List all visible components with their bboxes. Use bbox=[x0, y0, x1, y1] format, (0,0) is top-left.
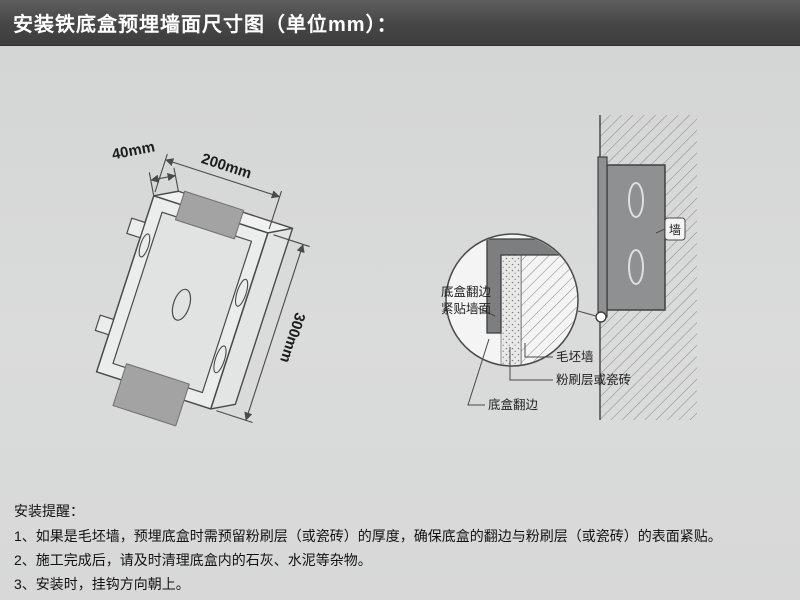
detail-view bbox=[445, 233, 579, 367]
side-hook-bottom bbox=[94, 314, 115, 336]
rough-wall-label: 毛坯墙 bbox=[556, 350, 594, 364]
notes-title: 安装提醒： bbox=[14, 503, 84, 519]
dim-depth-label: 40mm bbox=[111, 138, 157, 163]
dim-height-label: 300mm bbox=[276, 310, 308, 364]
callout-leader bbox=[477, 307, 496, 317]
detail-plaster-layer bbox=[500, 238, 522, 365]
box-dimension-diagram: 200mm 40mm 300mm bbox=[94, 138, 310, 427]
callout-label-line1: 底盒翻边 bbox=[441, 284, 492, 299]
note-item-2: 2、施工完成后，请及时清理底盒内的石灰、水泥等杂物。 bbox=[14, 552, 372, 568]
detail-connector-line bbox=[577, 310, 597, 317]
flange-leader bbox=[467, 338, 490, 406]
metal-box-body bbox=[94, 190, 294, 427]
detail-labels: 底盒翻边 紧贴墙面 毛坯墙 粉刷层或瓷砖 底盒翻边 bbox=[441, 284, 631, 412]
box-slot-top bbox=[628, 182, 644, 218]
box-flange-edge bbox=[597, 156, 608, 318]
side-hook-top bbox=[126, 217, 146, 239]
rough-wall-leader bbox=[524, 343, 553, 358]
box-slot-bottom bbox=[628, 249, 644, 285]
plaster-label: 粉刷层或瓷砖 bbox=[556, 372, 631, 387]
flange-label: 底盒翻边 bbox=[488, 397, 539, 412]
wall-tag-pointer bbox=[655, 228, 666, 234]
installation-notes: 安装提醒： 1、如果是毛坯墙，预埋底盒时需预留粉刷层（或瓷砖）的厚度，确保底盒的… bbox=[14, 503, 792, 600]
mounting-tab-top bbox=[174, 190, 245, 240]
left-rim-slot bbox=[138, 233, 151, 258]
page-title: 安装铁底盒预埋墙面尺寸图（单位mm）： bbox=[13, 14, 398, 36]
mounting-tab-bottom bbox=[112, 363, 190, 427]
right-rim-slot-bottom bbox=[213, 345, 227, 374]
wall-tag-label: 墙 bbox=[669, 223, 681, 237]
detail-marker-circle bbox=[595, 311, 607, 323]
wall-section-diagram: 墙 底盒翻边 紧贴墙面 毛坯墙 粉刷层或瓷砖 底盒 bbox=[441, 115, 697, 420]
detail-circle-outline bbox=[445, 233, 579, 367]
note-item-1: 1、如果是毛坯墙，预埋底盒时需预留粉刷层（或瓷砖）的厚度，确保底盒的翻边与粉刷层… bbox=[14, 528, 722, 544]
embedded-box bbox=[606, 164, 666, 311]
wall-tag-box bbox=[664, 217, 686, 241]
center-knockout-slot bbox=[171, 288, 192, 321]
dim-width-label: 200mm bbox=[199, 150, 253, 182]
plaster-leader bbox=[509, 347, 553, 381]
note-item-3: 3、安装时，挂钩方向朝上。 bbox=[14, 576, 190, 592]
title-bar: 安装铁底盒预埋墙面尺寸图（单位mm）： bbox=[0, 0, 800, 46]
wall-section: 墙 bbox=[577, 115, 697, 420]
callout-label-line2: 紧贴墙面 bbox=[441, 302, 491, 316]
